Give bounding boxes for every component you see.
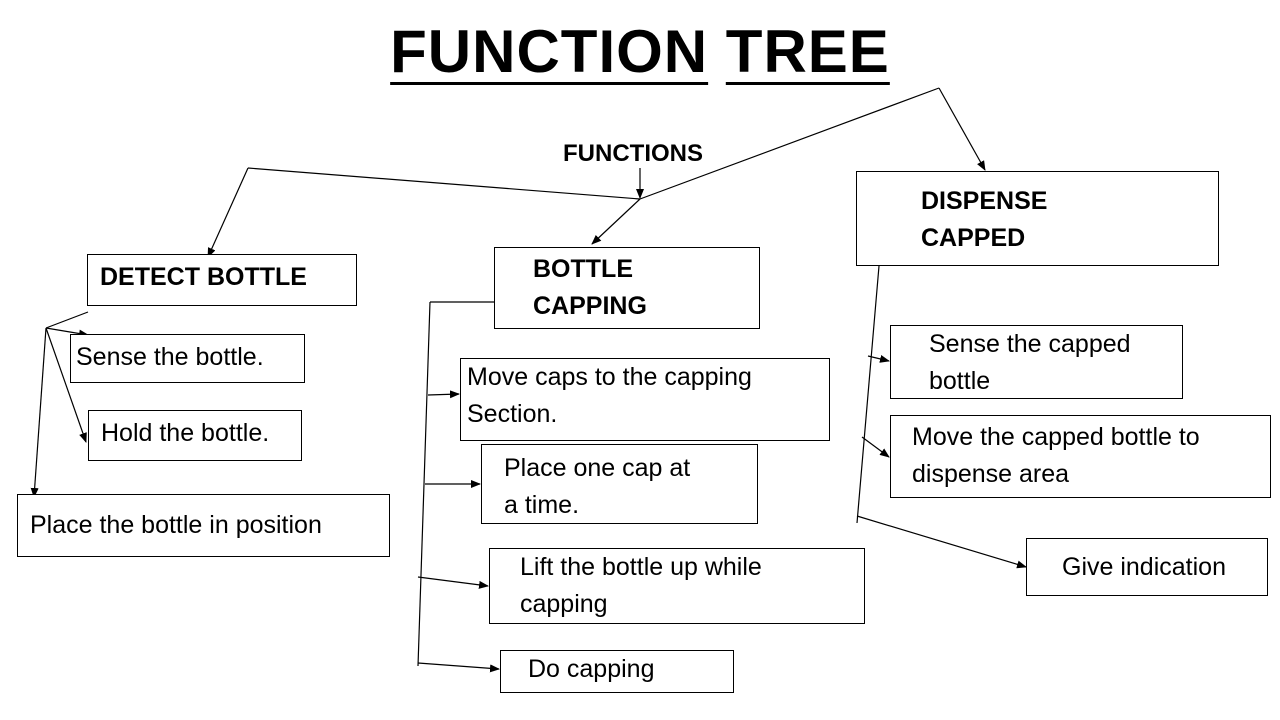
connector-detect-to-sense (45, 327, 89, 338)
connector-capping-to-lift (417, 576, 489, 589)
connector-capping-to-do (417, 662, 500, 673)
connector-root-to-dispense (639, 87, 940, 200)
node-move-caps-to-capping-section: Move caps to the capping Section. (460, 358, 830, 441)
connector-capping-to-move (427, 390, 460, 399)
node-place-bottle-in-position: Place the bottle in position (17, 494, 390, 557)
connector-detect-stem (45, 311, 89, 329)
node-sense-the-bottle: Sense the bottle. (70, 334, 305, 383)
title-word-function: FUNCTION (390, 18, 709, 85)
node-dispense-capped-bottle: DISPENSE CAPPED BOTTLE (856, 171, 1219, 266)
connector-root-to-capping (591, 198, 641, 245)
node-move-capped-bottle-to-dispense: Move the capped bottle to dispense area (890, 415, 1271, 498)
node-bottle-capping: BOTTLE CAPPING (494, 247, 760, 329)
node-detect-bottle: DETECT BOTTLE (87, 254, 357, 306)
connector-detect-to-place (30, 327, 47, 498)
node-hold-the-bottle: Hold the bottle. (88, 410, 302, 461)
connector-dispense-spine (856, 265, 880, 524)
node-do-capping: Do capping (500, 650, 734, 693)
node-lift-bottle-while-capping: Lift the bottle up while capping (489, 548, 865, 624)
diagram-title: FUNCTION TREE (0, 14, 1280, 89)
node-place-one-cap-at-a-time: Place one cap at a time. (481, 444, 758, 524)
connector-dispense-to-give (856, 515, 1027, 569)
connector-capping-spine (417, 301, 431, 667)
node-give-indication: Give indication (1026, 538, 1268, 596)
title-word-tree: TREE (725, 18, 890, 85)
connector-root-to-detect (247, 167, 641, 200)
connector-detect-to-hold (45, 327, 87, 443)
connector-dispense-to-move (861, 436, 890, 458)
connector-root-to-detect-arrow (207, 167, 249, 258)
root-node-functions: FUNCTIONS (563, 140, 703, 167)
connector-dispense-to-sense (867, 355, 890, 363)
connector-root-to-dispense-arrow (938, 87, 986, 171)
node-sense-the-capped-bottle: Sense the capped bottle (890, 325, 1183, 399)
